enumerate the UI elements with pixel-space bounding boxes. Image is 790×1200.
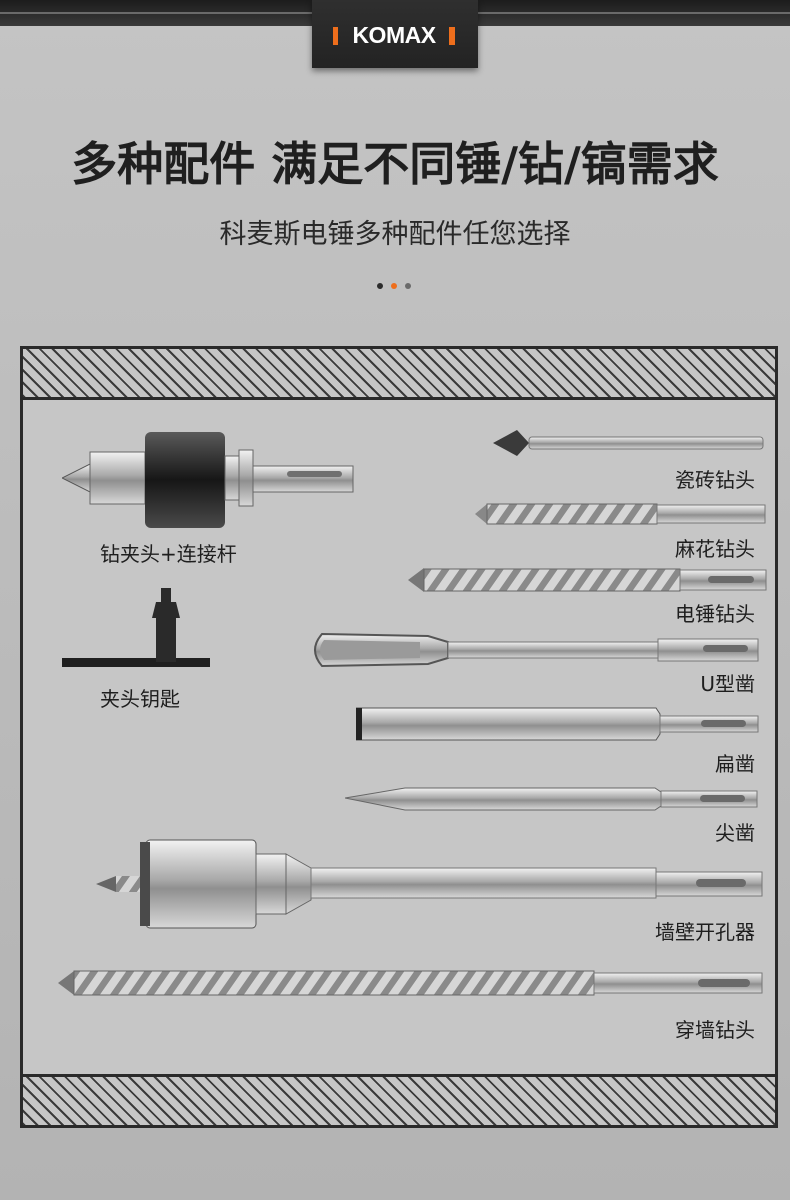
tile-drill-bit-icon (493, 428, 765, 458)
top-bar-line-right (478, 12, 790, 14)
top-bar-line-left (0, 12, 312, 14)
twist-drill-bit-icon (475, 502, 767, 526)
hole-saw-label: 墙壁开孔器 (655, 920, 755, 944)
pager-dot (377, 283, 383, 289)
wall-penetrating-bit-icon (58, 966, 764, 1000)
pager-dot (405, 283, 411, 289)
page-subtitle: 科麦斯电锤多种配件任您选择 (219, 219, 571, 250)
tile-bit-label: 瓷砖钻头 (675, 468, 755, 492)
penetrating-bit-label: 穿墙钻头 (675, 1018, 755, 1042)
wall-hole-saw-icon (96, 836, 764, 932)
brand-logo: KOMAX (312, 0, 478, 68)
logo-accent-left (333, 27, 338, 45)
flat-chisel-icon (356, 706, 760, 742)
flat-chisel-label: 扁凿 (715, 752, 755, 776)
pager-dot-active (391, 283, 397, 289)
hammer-drill-bit-icon (408, 566, 768, 594)
pager-dots (377, 283, 417, 291)
logo-text: KOMAX (352, 22, 436, 48)
hammer-bit-label: 电锤钻头 (675, 602, 755, 626)
chuck-key-icon (62, 588, 222, 674)
u-chisel-icon (308, 630, 760, 670)
twist-bit-label: 麻花钻头 (675, 537, 755, 561)
drill-chuck-icon (62, 428, 358, 534)
page-title: 多种配件 满足不同锤/钻/镐需求 (71, 137, 719, 191)
hatch-top (23, 349, 775, 400)
point-chisel-label: 尖凿 (715, 821, 755, 845)
hatch-bottom (23, 1074, 775, 1125)
chuck-key-label: 夹头钥匙 (100, 687, 180, 711)
chuck-label: 钻夹头+连接杆 (100, 542, 237, 566)
point-chisel-icon (345, 784, 759, 814)
u-chisel-label: U型凿 (700, 672, 755, 696)
logo-accent-right (449, 27, 455, 45)
